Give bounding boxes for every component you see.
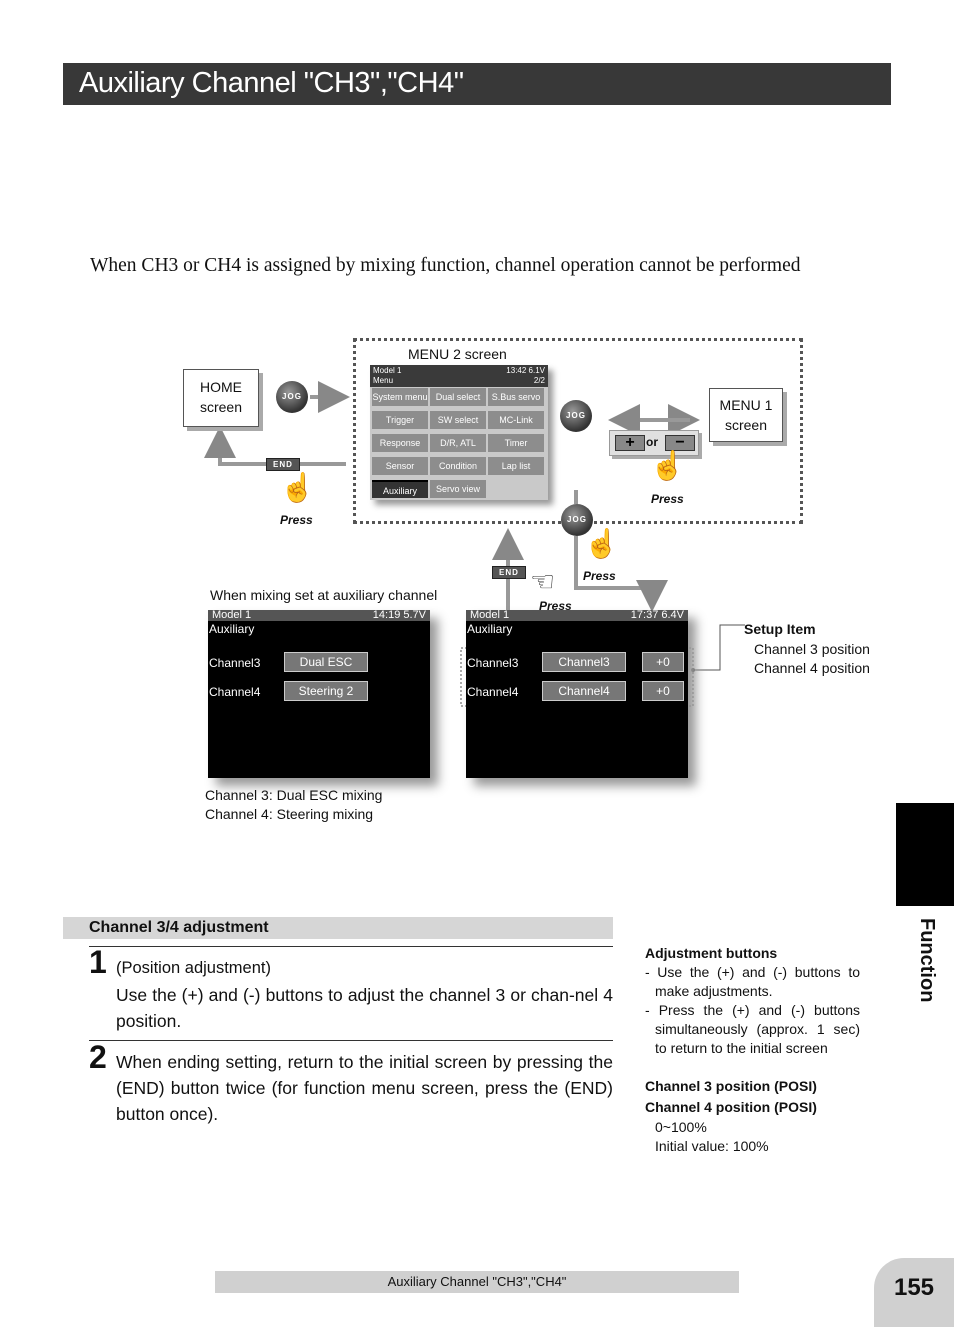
press-label: Press	[539, 599, 572, 613]
jog-dial-icon: JOG	[276, 381, 308, 413]
channel3-function-button[interactable]: Channel3	[542, 652, 626, 672]
section-header: Channel 3/4 adjustment	[63, 917, 613, 939]
channel4-function-button[interactable]: Steering 2	[284, 681, 368, 701]
screen-status: 14:19 5.7V	[372, 609, 426, 621]
posi-initial: Initial value: 100%	[655, 1138, 769, 1154]
adjustment-note: - Press the (+) and (-) buttons simultan…	[645, 1002, 860, 1056]
menu1-screen-box: MENU 1 screen	[709, 388, 783, 442]
pressing-hand-icon: ☝	[584, 528, 619, 559]
menu2-item[interactable]: Trigger	[372, 411, 428, 429]
screen-header: Model 1 14:19 5.7V	[208, 610, 430, 621]
section-tab-label: Function	[916, 918, 938, 1003]
home-screen-box: HOME screen	[183, 369, 259, 427]
home-box-line2: screen	[199, 399, 243, 415]
plus-minus-keys: + or −	[609, 430, 699, 456]
screen-header: Model 1 17:37 6.4V	[466, 610, 688, 621]
or-label: or	[646, 435, 658, 449]
menu2-item[interactable]: Dual select	[430, 388, 486, 406]
menu2-page: 2/2	[533, 376, 545, 385]
page-title: Auxiliary Channel "CH3","CH4"	[79, 67, 464, 99]
section-tab	[896, 803, 954, 906]
menu2-item[interactable]: System menu	[372, 388, 428, 406]
menu2-item[interactable]: Servo view	[430, 480, 486, 498]
setup-item-line2: Channel 4 position	[754, 660, 870, 676]
footer-label: Auxiliary Channel "CH3","CH4"	[215, 1271, 739, 1293]
menu2-item[interactable]: MC-Link	[488, 411, 544, 429]
menu1-box-line2: screen	[724, 417, 768, 433]
menu2-model: Model 1	[373, 366, 402, 375]
side-notes: Adjustment buttons - Use the (+) and (-)…	[645, 944, 860, 1156]
channel4-label: Channel4	[467, 685, 519, 699]
screen-model: Model 1	[212, 609, 252, 621]
page-title-bar: Auxiliary Channel "CH3","CH4"	[63, 63, 891, 105]
channel4-label: Channel4	[209, 685, 261, 699]
menu2-item[interactable]: S.Bus servo	[488, 388, 544, 406]
menu2-label: MENU 2 screen	[408, 346, 507, 362]
menu2-item[interactable]: Lap list	[488, 457, 544, 475]
minus-key-icon: −	[665, 435, 695, 451]
section-title: Channel 3/4 adjustment	[89, 919, 269, 936]
menu2-item[interactable]: Condition	[430, 457, 486, 475]
jog-dial-icon: JOG	[560, 400, 592, 432]
channel4-position-value[interactable]: +0	[642, 681, 684, 701]
posi-title-ch4: Channel 4 position (POSI)	[645, 1099, 817, 1115]
screen-title: Auxiliary	[209, 622, 255, 636]
menu2-title: Menu	[373, 376, 394, 385]
intro-text: When CH3 or CH4 is assigned by mixing fu…	[90, 255, 801, 276]
mixing-note: When mixing set at auxiliary channel	[210, 587, 438, 603]
pressing-hand-icon: ☜	[530, 566, 556, 597]
setup-item-title: Setup Item	[744, 621, 816, 637]
divider	[89, 946, 613, 947]
press-label: Press	[651, 492, 684, 506]
menu2-status: 13:42 6.1V	[506, 366, 545, 375]
channel3-position-value[interactable]: +0	[642, 652, 684, 672]
screen-title: Auxiliary	[467, 622, 513, 636]
press-label: Press	[583, 569, 616, 583]
menu2-item[interactable]: Sensor	[372, 457, 428, 475]
caption-line2: Channel 4: Steering mixing	[205, 806, 374, 822]
posi-range: 0~100%	[655, 1119, 707, 1135]
page-number: 155	[874, 1258, 954, 1327]
screen-status: 17:37 6.4V	[630, 609, 684, 621]
channel3-function-button[interactable]: Dual ESC	[284, 652, 368, 672]
channel3-label: Channel3	[209, 656, 261, 670]
menu2-item[interactable]: Response	[372, 434, 428, 452]
adjustment-note: - Use the (+) and (-) buttons to make ad…	[645, 964, 860, 999]
home-box-line1: HOME	[200, 379, 242, 395]
channel3-label: Channel3	[467, 656, 519, 670]
menu2-item[interactable]: D/R, ATL	[430, 434, 486, 452]
step-number: 2	[89, 1039, 107, 1075]
menu2-item[interactable]: Timer	[488, 434, 544, 452]
press-label: Press	[280, 513, 313, 527]
aux-screen-mixing: Model 1 14:19 5.7V Auxiliary Channel3 Du…	[208, 610, 430, 778]
screen-model: Model 1	[470, 609, 510, 621]
menu2-screen: Model 1 13:42 6.1V Menu 2/2 System menu …	[370, 365, 548, 500]
setup-item-line1: Channel 3 position	[754, 641, 870, 657]
pressing-hand-icon: ☝	[650, 450, 685, 481]
end-button-icon: END	[266, 458, 300, 471]
posi-title-ch3: Channel 3 position (POSI)	[645, 1078, 817, 1094]
divider	[89, 1040, 613, 1041]
adjustment-buttons-title: Adjustment buttons	[645, 945, 778, 961]
step-number: 1	[89, 944, 107, 980]
aux-screen-normal: Model 1 17:37 6.4V Auxiliary Channel3 Ch…	[466, 610, 688, 778]
caption-line1: Channel 3: Dual ESC mixing	[205, 787, 383, 803]
step1-heading: (Position adjustment)	[116, 959, 271, 977]
step1-text: Use the (+) and (-) buttons to adjust th…	[116, 985, 613, 1031]
jog-dial-icon: JOG	[561, 504, 593, 536]
channel4-function-button[interactable]: Channel4	[542, 681, 626, 701]
end-button-icon: END	[492, 566, 526, 579]
menu2-item-selected[interactable]: Auxiliary	[372, 480, 428, 498]
step2-text: When ending setting, return to the initi…	[116, 1052, 613, 1124]
pressing-hand-icon: ☝	[280, 472, 315, 503]
menu1-box-line1: MENU 1	[719, 397, 773, 413]
menu2-header: Model 1 13:42 6.1V Menu 2/2	[370, 365, 548, 387]
menu2-item[interactable]: SW select	[430, 411, 486, 429]
plus-key-icon: +	[615, 435, 645, 451]
